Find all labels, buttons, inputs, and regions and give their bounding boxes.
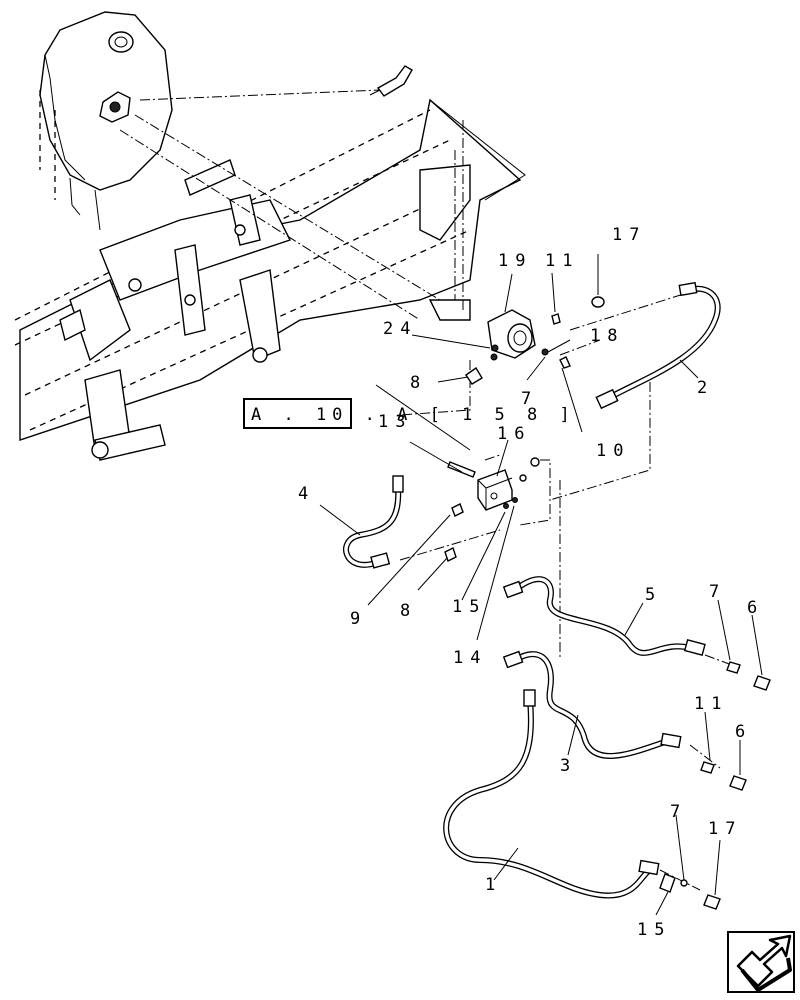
callout-3: 3 xyxy=(560,756,577,776)
leader-lines xyxy=(319,254,763,916)
callout-1: 1 xyxy=(485,875,502,895)
callout-24: 24 xyxy=(383,319,417,339)
callout-labels: 17 19 11 24 18 8 7 2 10 13 16 4 9 8 15 1… xyxy=(298,225,764,940)
callout-18: 15 xyxy=(637,920,671,940)
callout-21: 18 xyxy=(590,326,624,346)
callout-11: 8 xyxy=(410,373,427,393)
callout-8: 7 xyxy=(709,582,726,602)
callout-14: 11 xyxy=(545,251,579,271)
hose-2 xyxy=(595,281,721,410)
hose-5 xyxy=(502,576,706,656)
callout-10: 9 xyxy=(350,609,367,629)
seed-meter-drum xyxy=(39,11,173,231)
callout-12: 11 xyxy=(694,694,728,714)
hose-3 xyxy=(502,650,682,759)
callout-6-top: 6 xyxy=(747,598,764,618)
assembly-lines xyxy=(119,89,741,891)
valve-23 xyxy=(487,309,536,359)
callout-20: 17 xyxy=(708,819,742,839)
toolbar-frame xyxy=(14,98,526,461)
hose-1 xyxy=(443,689,660,899)
reference-label: A . 10 . A [ 1 5 8 ] xyxy=(251,405,576,425)
callout-16: 14 xyxy=(453,648,487,668)
callout-2: 2 xyxy=(697,378,714,398)
small-fittings xyxy=(465,296,605,385)
callout-5: 5 xyxy=(645,585,662,605)
reference-box[interactable]: A . 10 . A [ 1 5 8 ] xyxy=(243,398,576,429)
callout-4: 4 xyxy=(298,484,315,504)
callout-9: 8 xyxy=(400,601,417,621)
drum-fitting xyxy=(369,65,413,97)
manifold-block-19 xyxy=(444,457,540,562)
callout-6-mid: 6 xyxy=(735,722,752,742)
callout-15: 13 xyxy=(378,412,412,432)
end-fittings xyxy=(659,661,771,910)
callout-19: 16 xyxy=(497,424,531,444)
callout-23: 19 xyxy=(498,251,532,271)
hose-4 xyxy=(343,475,404,569)
callout-7-top: 7 xyxy=(521,389,538,409)
next-page-arrow-icon[interactable] xyxy=(727,931,795,993)
callout-17: 15 xyxy=(452,597,486,617)
callout-7-bottom: 7 xyxy=(670,802,687,822)
callout-13: 10 xyxy=(596,441,630,461)
callout-22: 17 xyxy=(612,225,646,245)
